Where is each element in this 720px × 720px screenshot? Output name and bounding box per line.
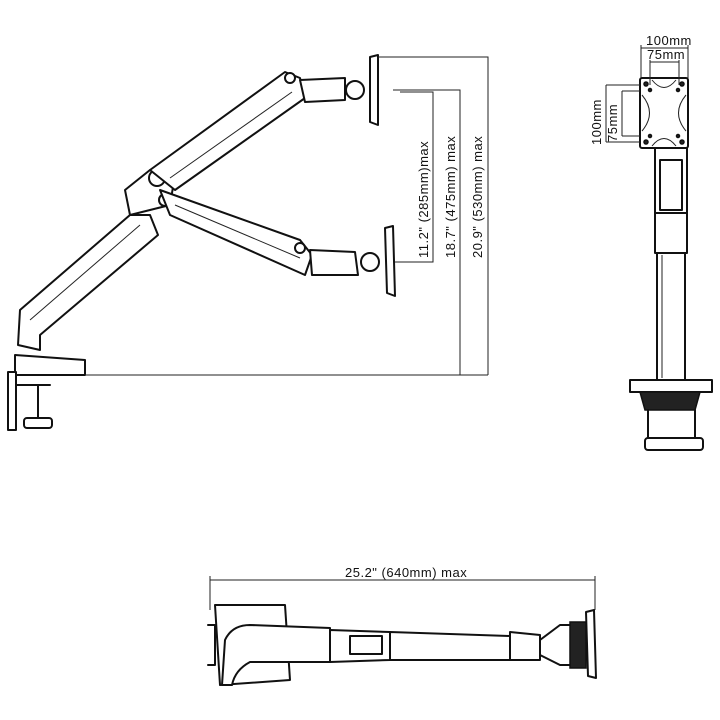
height-label-11-2: 11.2" (285mm)max bbox=[416, 141, 431, 258]
height-label-18-7: 18.7" (475mm) max bbox=[443, 136, 458, 258]
upper-arm-lowered bbox=[159, 189, 396, 297]
lower-arm bbox=[17, 214, 159, 351]
vesa-plate bbox=[639, 77, 689, 149]
vesa-height-100: 100mm bbox=[589, 99, 604, 145]
height-label-20-9: 20.9" (530mm) max bbox=[470, 136, 485, 258]
vesa-height-75: 75mm bbox=[605, 104, 620, 142]
desk-clamp bbox=[7, 354, 86, 431]
base-clamp bbox=[629, 379, 713, 451]
reach-label-25-2: 25.2" (640mm) max bbox=[345, 565, 467, 580]
upper-arm-raised bbox=[149, 54, 379, 191]
vesa-width-75: 75mm bbox=[647, 47, 685, 62]
front-view: 100mm 75mm 100mm 75mm bbox=[589, 33, 713, 451]
vesa-dimensions bbox=[605, 45, 689, 143]
arm-top bbox=[221, 609, 597, 686]
vesa-width-100: 100mm bbox=[646, 33, 692, 48]
side-view: 11.2" (285mm)max 18.7" (475mm) max 20.9"… bbox=[7, 54, 489, 431]
dimension-lines bbox=[85, 56, 489, 376]
top-view: 25.2" (640mm) max bbox=[207, 565, 597, 686]
pole bbox=[654, 147, 688, 381]
